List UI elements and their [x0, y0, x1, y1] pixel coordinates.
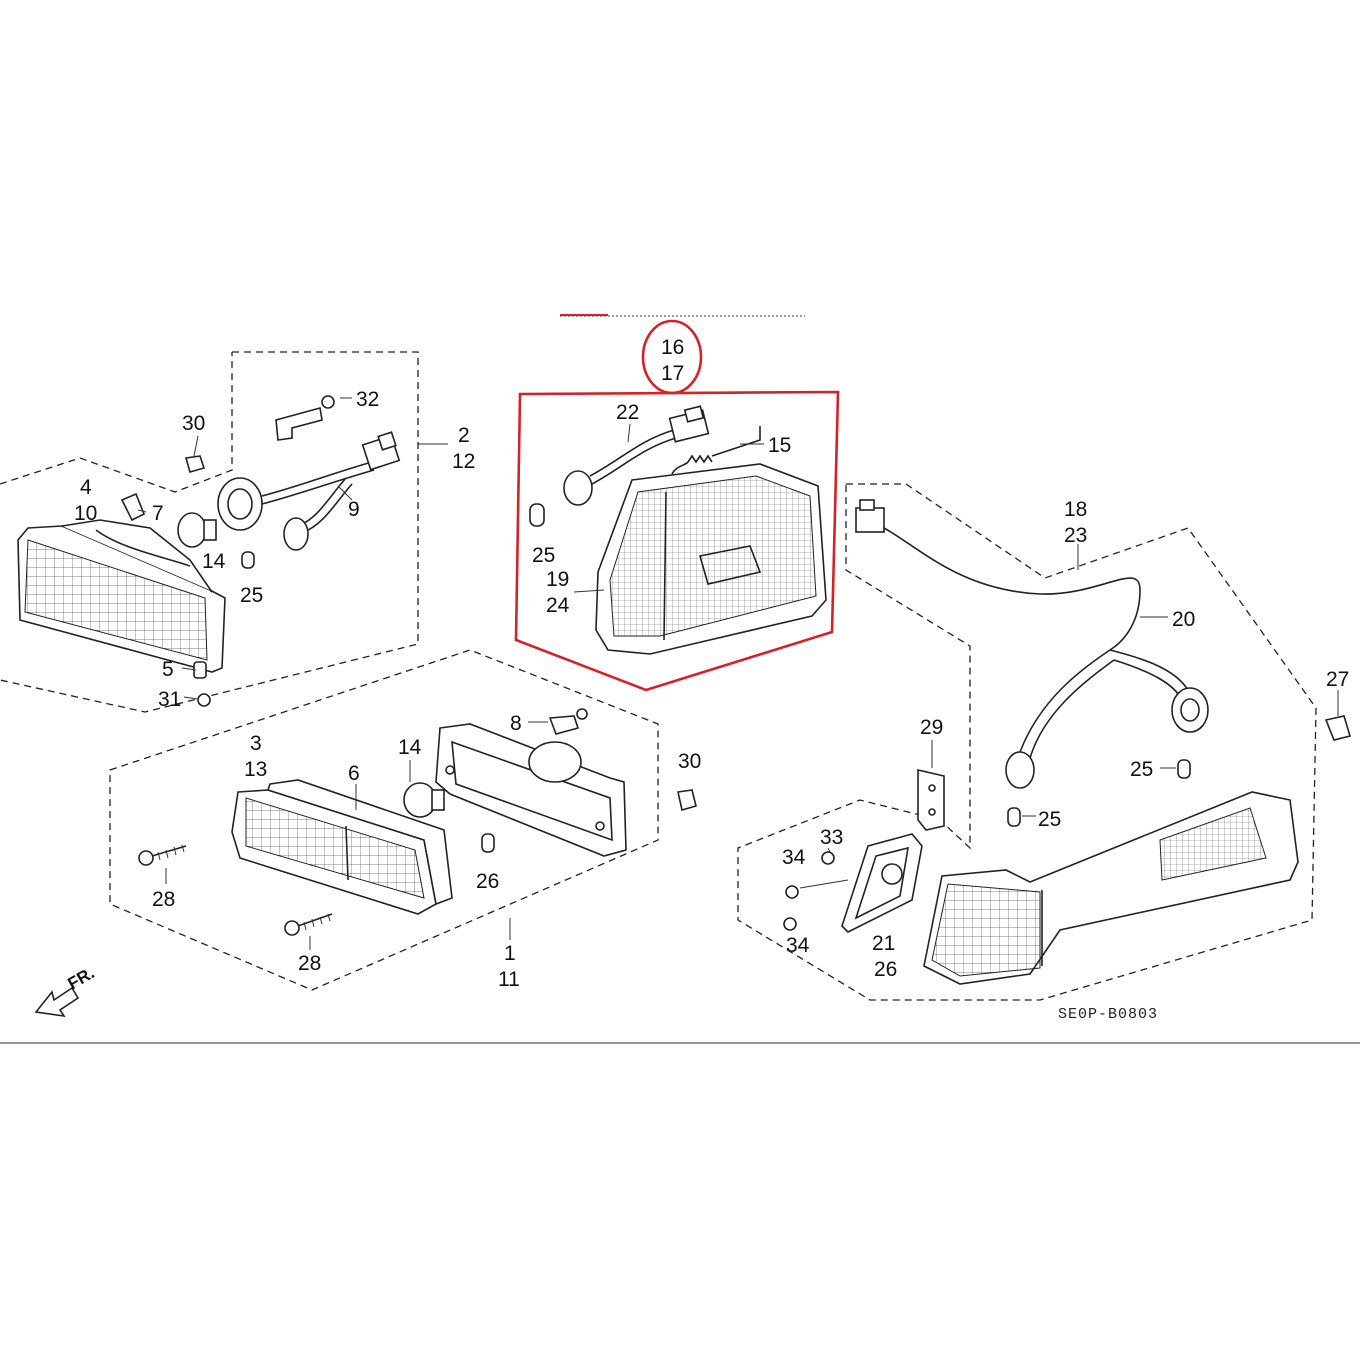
- screw-icon: [785, 885, 799, 899]
- clip-icon: [1324, 715, 1352, 741]
- clip-icon: [184, 455, 206, 473]
- group-rear-light: [737, 483, 1352, 1001]
- callout-20: 20: [1172, 608, 1195, 631]
- callout-14: 14: [398, 736, 422, 759]
- group-front-turn-signal-upper: [0, 351, 448, 713]
- callout-26: 26: [476, 870, 499, 893]
- small-bulb-icon: [1007, 807, 1021, 827]
- callout-labels: 16 17 22 15 25 19 24 30 32 2 12 4 10 7 9…: [74, 336, 1349, 991]
- corner-lens: [595, 463, 827, 655]
- callout-4: 4: [80, 476, 92, 499]
- screw-icon: [821, 851, 835, 865]
- callout-30: 30: [182, 412, 205, 435]
- clip-icon: [548, 715, 580, 735]
- front-lens-assembly: [17, 519, 226, 673]
- small-bulb-icon: [529, 503, 545, 527]
- small-bulb-icon: [241, 551, 255, 569]
- small-bulb-icon: [1177, 759, 1191, 779]
- socket-harness-icon: [563, 405, 710, 506]
- callout-24: 24: [546, 594, 570, 617]
- screw-icon: [783, 917, 797, 931]
- callout-30: 30: [678, 750, 701, 773]
- callout-14: 14: [202, 550, 226, 573]
- rear-lens: [923, 791, 1299, 985]
- callout-34: 34: [786, 934, 810, 957]
- callout-1: 1: [504, 942, 516, 965]
- callout-19: 19: [546, 568, 569, 591]
- clip-icon: [677, 789, 697, 812]
- screw-icon: [576, 708, 588, 720]
- callout-6: 6: [348, 762, 360, 785]
- callout-28: 28: [152, 888, 175, 911]
- gasket-icon: [266, 779, 453, 906]
- nut-icon: [197, 693, 211, 707]
- callout-25: 25: [532, 544, 555, 567]
- callout-13: 13: [244, 758, 267, 781]
- callout-16: 16: [661, 336, 684, 359]
- bracket-icon: [120, 492, 146, 522]
- callout-25: 25: [240, 584, 263, 607]
- callout-23: 23: [1064, 524, 1087, 547]
- callout-9: 9: [348, 498, 360, 521]
- callout-17: 17: [661, 362, 684, 385]
- callout-31: 31: [158, 688, 181, 711]
- small-bulb-icon: [481, 833, 495, 853]
- lamp-housing: [435, 723, 627, 857]
- callout-5: 5: [162, 658, 174, 681]
- bulb-icon: [177, 512, 217, 548]
- socket-harness-icon: [855, 499, 1209, 789]
- callout-3: 3: [250, 732, 262, 755]
- screw-icon: [138, 844, 187, 866]
- callout-15: 15: [768, 434, 791, 457]
- diagram-code: SE0P-B0803: [1058, 1006, 1158, 1023]
- highlight-box: [514, 390, 840, 692]
- callout-10: 10: [74, 502, 97, 525]
- callout-29: 29: [920, 716, 943, 739]
- callout-22: 22: [616, 401, 639, 424]
- callout-8: 8: [510, 712, 522, 735]
- group-front-turn-signal-lower: [109, 649, 697, 991]
- callout-26: 26: [874, 958, 897, 981]
- callout-28: 28: [298, 952, 321, 975]
- callout-34: 34: [782, 846, 806, 869]
- callout-11: 11: [498, 968, 520, 991]
- callout-7: 7: [152, 502, 164, 525]
- socket-harness-icon: [217, 431, 401, 551]
- callout-21: 21: [872, 932, 895, 955]
- callout-27: 27: [1326, 668, 1349, 691]
- group-corner-light-highlighted: [514, 319, 840, 692]
- bulb-icon: [403, 782, 445, 818]
- callout-32: 32: [356, 388, 379, 411]
- callout-2: 2: [458, 424, 470, 447]
- spring-icon: [671, 426, 761, 475]
- screw-icon: [321, 395, 335, 409]
- callout-25: 25: [1130, 758, 1153, 781]
- callout-18: 18: [1064, 498, 1087, 521]
- socket-plate: [841, 833, 923, 933]
- bracket-icon: [917, 768, 945, 831]
- bracket-icon: [275, 406, 323, 441]
- screw-icon: [284, 913, 333, 936]
- callout-33: 33: [820, 826, 843, 849]
- callout-12: 12: [452, 450, 475, 473]
- front-direction-arrow: FR.: [34, 963, 98, 1018]
- callout-25: 25: [1038, 808, 1061, 831]
